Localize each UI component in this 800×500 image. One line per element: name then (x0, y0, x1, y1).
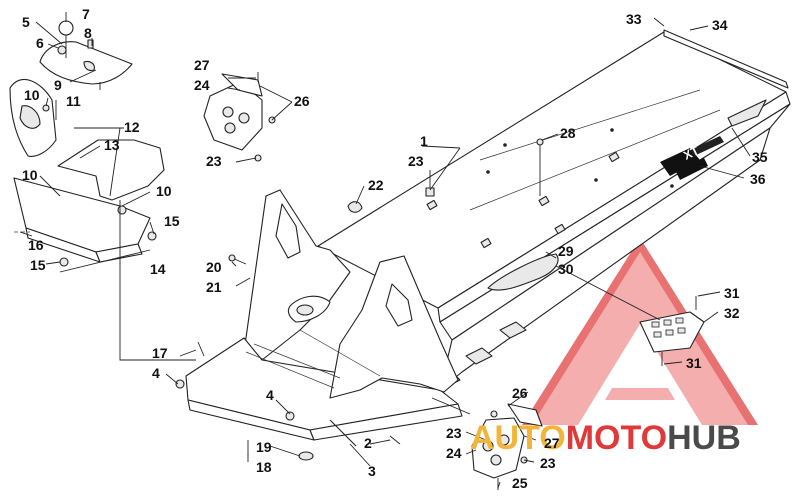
watermark-word-hub: HUB (667, 419, 741, 457)
callout-23: 23 (408, 153, 424, 169)
callout-27: 27 (544, 435, 560, 451)
callout-26: 26 (512, 385, 528, 401)
callout-27: 27 (194, 57, 210, 73)
watermark-logo (522, 238, 758, 425)
callout-24: 24 (194, 77, 210, 93)
callout-18: 18 (256, 459, 272, 475)
left-bracket (9, 78, 57, 157)
callout-10: 10 (22, 167, 38, 183)
callout-22: 22 (368, 177, 384, 193)
leader-lines (19, 12, 751, 489)
callout-10: 10 (156, 183, 172, 199)
callout-23: 23 (446, 425, 462, 441)
callout-20: 20 (206, 259, 222, 275)
callout-25: 25 (512, 475, 528, 491)
callout-23: 23 (540, 455, 556, 471)
svg-text:XT: XT (681, 143, 702, 163)
callout-31: 31 (724, 285, 740, 301)
callout-15: 15 (164, 213, 180, 229)
callout-31: 31 (686, 355, 702, 371)
callout-28: 28 (560, 125, 576, 141)
callout-6: 6 (36, 35, 44, 51)
callout-8: 8 (84, 25, 92, 41)
callout-29: 29 (558, 243, 574, 259)
tunnel-assembly: XT (317, 29, 791, 391)
callout-2: 2 (364, 435, 372, 451)
callout-23: 23 (206, 153, 222, 169)
callout-32: 32 (724, 305, 740, 321)
svg-text:AUTOMOTOHUB: AUTOMOTOHUB (470, 419, 741, 457)
callout-16: 16 (28, 237, 44, 253)
upper-mid-plate (203, 72, 276, 162)
callout-7: 7 (82, 6, 90, 22)
callout-1: 1 (420, 133, 428, 149)
callout-35: 35 (752, 149, 768, 165)
callout-36: 36 (750, 171, 766, 187)
callout-10: 10 (24, 87, 40, 103)
callout-11: 11 (66, 93, 81, 109)
callout-13: 13 (104, 137, 120, 153)
callout-3: 3 (368, 463, 376, 479)
watermark-word-moto: MOTO (566, 419, 667, 457)
callout-21: 21 (206, 279, 222, 295)
lower-right-plate (471, 403, 543, 490)
callout-33: 33 (626, 11, 642, 27)
right-mount-plate (639, 296, 705, 366)
callout-15: 15 (30, 257, 46, 273)
hardware (175, 138, 544, 456)
callout-24: 24 (446, 445, 462, 461)
callout-17: 17 (152, 345, 168, 361)
callout-34: 34 (712, 17, 728, 33)
watermark-text: AUTOMOTOHUB (470, 419, 741, 457)
watermark-word-auto: AUTO (470, 419, 566, 457)
callout-4: 4 (266, 387, 274, 403)
callout-5: 5 (22, 14, 30, 30)
callout-26: 26 (294, 93, 310, 109)
callout-30: 30 (558, 261, 574, 277)
bulkhead-frame (185, 189, 463, 461)
callout-4: 4 (152, 365, 160, 381)
callout-19: 19 (256, 439, 272, 455)
callouts: 1 2 3 4 4 5 6 7 8 9 10 10 10 11 12 13 14… (22, 6, 768, 491)
callout-14: 14 (150, 261, 166, 277)
callout-12: 12 (124, 119, 140, 135)
callout-9: 9 (54, 77, 62, 93)
